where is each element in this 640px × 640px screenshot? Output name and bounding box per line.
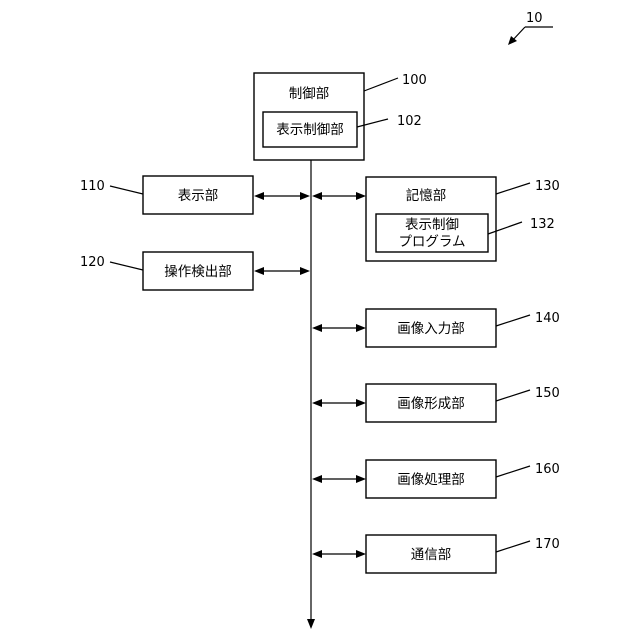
storage-unit-label: 記憶部 bbox=[406, 187, 447, 204]
communication-arrow-left bbox=[312, 550, 322, 558]
image-input-ref: 140 bbox=[535, 311, 560, 326]
display-unit-leader bbox=[110, 186, 143, 194]
storage-unit-leader bbox=[496, 183, 530, 194]
bus-arrowhead-bottom bbox=[307, 619, 315, 629]
image-forming-ref: 150 bbox=[535, 386, 560, 401]
image-processing-arrow-left bbox=[312, 475, 322, 483]
storage-connector-arrow-right bbox=[356, 192, 366, 200]
figure-ref-number: 10 bbox=[526, 11, 543, 26]
image-processing-leader bbox=[496, 466, 530, 477]
figure-ref: 10 bbox=[508, 11, 553, 45]
program-label-line2: プログラム bbox=[398, 234, 465, 250]
program-label-line1: 表示制御 bbox=[405, 217, 459, 233]
image-processing-label: 画像処理部 bbox=[397, 472, 465, 488]
control-unit-leader bbox=[364, 78, 398, 91]
image-forming-label: 画像形成部 bbox=[397, 396, 465, 412]
storage-unit: 記憶部 130 表示制御 プログラム 132 bbox=[312, 177, 560, 261]
operation-detect-label: 操作検出部 bbox=[164, 264, 232, 280]
control-unit-ref: 100 bbox=[402, 73, 427, 88]
image-processing-arrow-right bbox=[356, 475, 366, 483]
program-ref: 132 bbox=[530, 217, 555, 232]
display-unit-ref: 110 bbox=[80, 179, 105, 194]
display-control-label: 表示制御部 bbox=[276, 122, 344, 138]
image-input-leader bbox=[496, 315, 530, 326]
image-processing-ref: 160 bbox=[535, 462, 560, 477]
control-unit-label: 制御部 bbox=[289, 86, 330, 102]
image-forming-arrow-right bbox=[356, 399, 366, 407]
display-connector-arrow-left bbox=[254, 192, 264, 200]
display-control-ref: 102 bbox=[397, 114, 422, 129]
image-processing-unit: 画像処理部 160 bbox=[312, 460, 560, 498]
operation-detect-ref: 120 bbox=[80, 255, 105, 270]
display-unit: 表示部 110 bbox=[80, 176, 310, 214]
bus bbox=[307, 160, 315, 629]
display-unit-label: 表示部 bbox=[178, 188, 219, 204]
communication-unit: 通信部 170 bbox=[312, 535, 560, 573]
communication-arrow-right bbox=[356, 550, 366, 558]
image-input-unit: 画像入力部 140 bbox=[312, 309, 560, 347]
image-forming-leader bbox=[496, 390, 530, 401]
operation-detect-leader bbox=[110, 262, 143, 270]
operation-detect-unit: 操作検出部 120 bbox=[80, 252, 310, 290]
image-input-label: 画像入力部 bbox=[397, 321, 465, 337]
image-input-arrow-right bbox=[356, 324, 366, 332]
operation-detect-arrow-right bbox=[300, 267, 310, 275]
storage-unit-ref: 130 bbox=[535, 179, 560, 194]
storage-connector-arrow-left bbox=[312, 192, 322, 200]
operation-detect-arrow-left bbox=[254, 267, 264, 275]
control-unit: 制御部 100 表示制御部 102 bbox=[254, 73, 427, 160]
image-forming-arrow-left bbox=[312, 399, 322, 407]
display-connector-arrow-right bbox=[300, 192, 310, 200]
communication-leader bbox=[496, 541, 530, 552]
communication-label: 通信部 bbox=[411, 547, 452, 563]
communication-ref: 170 bbox=[535, 537, 560, 552]
image-input-arrow-left bbox=[312, 324, 322, 332]
image-forming-unit: 画像形成部 150 bbox=[312, 384, 560, 422]
